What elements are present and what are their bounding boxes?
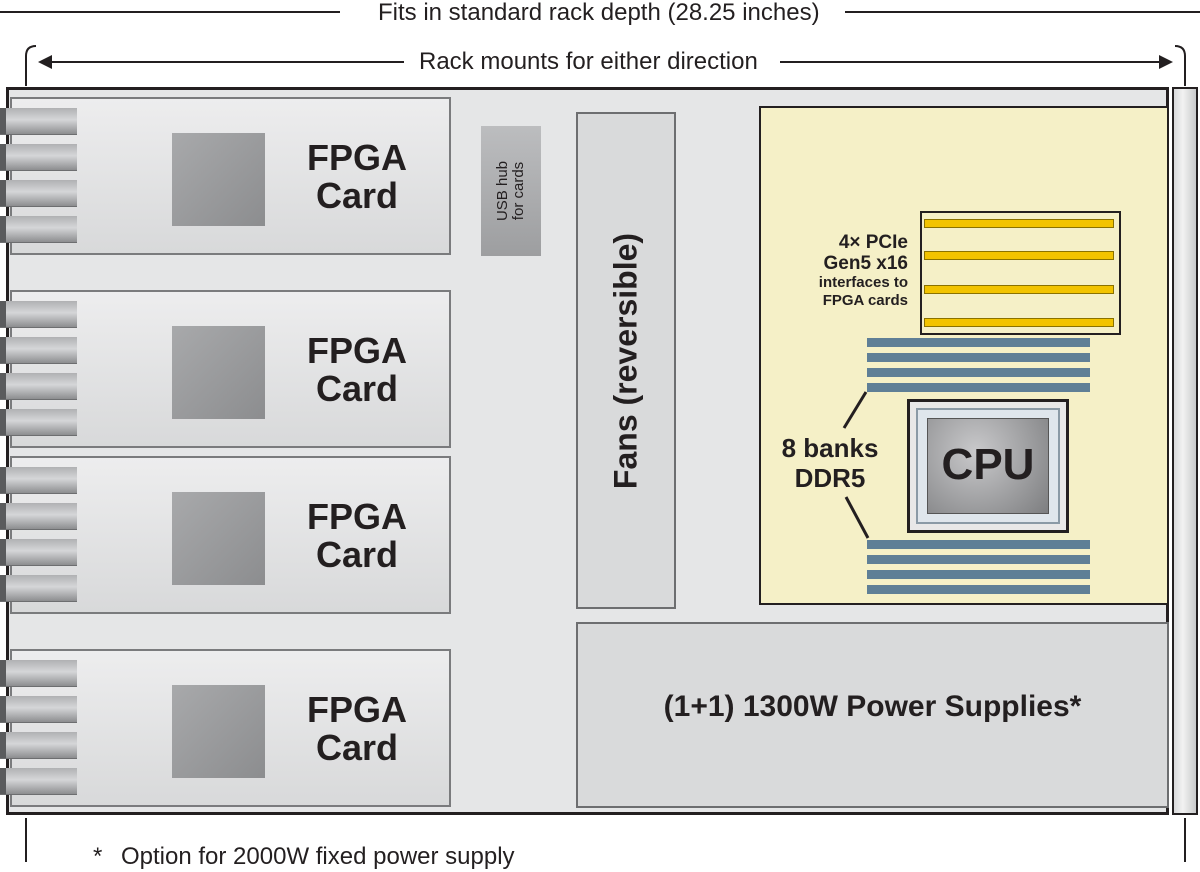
ddr-label-line2: DDR5 [794,463,866,493]
ddr-module [867,570,1090,579]
power-supplies-label: (1+1) 1300W Power Supplies* [663,690,1082,723]
qsfp-port [0,108,77,135]
ddr-module [867,585,1090,594]
pcie-slot-group [920,211,1121,335]
ddr-label-line1: 8 banks [781,433,879,463]
pcie-label-line2: Gen5 x16 [823,253,909,274]
qsfp-port [0,660,77,687]
fpga-chip [172,133,265,226]
ddr-label: 8 banks DDR5 [770,433,890,493]
pcie-slot [924,318,1114,327]
cpu-label: CPU [941,440,1035,489]
ddr-leader-line-top [842,391,868,429]
fpga-card-4: FPGA Card [10,649,451,807]
fan-bank: Fans (reversible) [576,112,676,609]
fpga-card-2: FPGA Card [10,290,451,448]
fpga-label-line2: Card [315,175,399,216]
fpga-label-line1: FPGA [306,137,407,178]
ddr-module [867,383,1090,392]
fpga-chip [172,492,265,585]
pcie-slot [924,285,1114,294]
qsfp-port [0,180,77,207]
pcie-label-line3: interfaces to [818,274,908,291]
qsfp-port [0,732,77,759]
footnote-text: Option for 2000W fixed power supply [121,843,515,870]
fpga-label-line1: FPGA [306,689,407,730]
ddr-module [867,353,1090,362]
mount-arrow-head-left [38,55,52,69]
fpga-card-3: FPGA Card [10,456,451,614]
pcie-label-line1: 4× PCIe [838,232,908,253]
cpu-frame [916,408,1060,524]
fpga-label-line2: Card [315,534,399,575]
fpga-card-label: FPGA Card [282,691,432,767]
fpga-label-line2: Card [315,368,399,409]
fpga-label-line1: FPGA [306,330,407,371]
fpga-card-label: FPGA Card [282,332,432,408]
qsfp-port [0,337,77,364]
fpga-chip [172,685,265,778]
fpga-label-line1: FPGA [306,496,407,537]
fpga-card-label: FPGA Card [282,498,432,574]
fpga-card-label: FPGA Card [282,139,432,215]
ddr-module [867,338,1090,347]
ddr-module [867,540,1090,549]
mount-label: Rack mounts for either direction [419,48,758,75]
pcie-slot [924,251,1114,260]
qsfp-port [0,216,77,243]
cpu-chip [927,418,1049,514]
qsfp-port [0,696,77,723]
qsfp-port [0,768,77,795]
pcie-label: 4× PCIe Gen5 x16 interfaces to FPGA card… [770,232,908,310]
ddr-module [867,368,1090,377]
qsfp-port [0,503,77,530]
mount-bracket-top-left [25,45,37,86]
qsfp-port [0,144,77,171]
rack-rail [1172,87,1198,815]
fpga-chip [172,326,265,419]
pcie-label-line4: FPGA cards [822,292,908,309]
usb-hub: USB hub for cards [481,126,541,256]
mount-arrow-head-right [1159,55,1173,69]
fpga-card-1: FPGA Card [10,97,451,255]
footnote-marker: * [93,843,103,870]
qsfp-port [0,409,77,436]
cpu-socket: CPU [907,399,1069,533]
qsfp-port [0,301,77,328]
qsfp-port [0,467,77,494]
qsfp-port [0,373,77,400]
qsfp-port [0,575,77,602]
mount-bracket-top-right [1174,45,1186,86]
ddr-module [867,555,1090,564]
footnote: * Option for 2000W fixed power supply [93,843,515,871]
fpga-label-line2: Card [315,727,399,768]
ddr-leader-line-bottom [844,496,870,539]
qsfp-port [0,539,77,566]
depth-label: Fits in standard rack depth (28.25 inche… [378,0,820,26]
power-supplies: (1+1) 1300W Power Supplies* [576,622,1169,808]
pcie-slot [924,219,1114,228]
